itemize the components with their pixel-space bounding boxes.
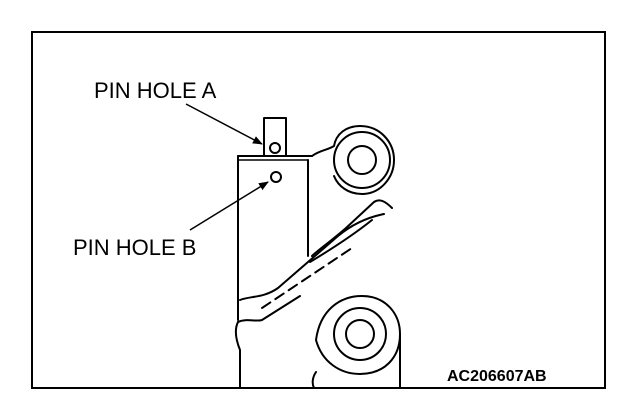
figure-id: AC206607AB bbox=[447, 368, 547, 385]
upper-boss-inner bbox=[347, 145, 377, 175]
pin-hole-b-label: PIN HOLE B bbox=[73, 235, 197, 260]
leader-line-b bbox=[189, 181, 269, 231]
pin-hole-a bbox=[269, 142, 281, 154]
upper-boss-outline bbox=[311, 125, 395, 195]
upper-rib-lower bbox=[309, 219, 373, 263]
lower-flange bbox=[311, 371, 317, 389]
plate-left-edge-lower bbox=[234, 321, 241, 389]
lower-boss-inner bbox=[345, 319, 375, 349]
lower-rib-dashed bbox=[261, 247, 353, 309]
pin-hole-a-label: PIN HOLE A bbox=[94, 78, 217, 103]
lower-rib-top bbox=[239, 213, 385, 301]
pin-tab bbox=[263, 117, 287, 157]
lower-rib-bottom bbox=[237, 295, 301, 323]
pin-hole-b bbox=[270, 171, 282, 183]
lower-boss-outer bbox=[333, 307, 387, 361]
upper-boss-outer bbox=[333, 131, 391, 189]
leader-line-a bbox=[185, 103, 263, 145]
upper-rib bbox=[311, 199, 393, 257]
